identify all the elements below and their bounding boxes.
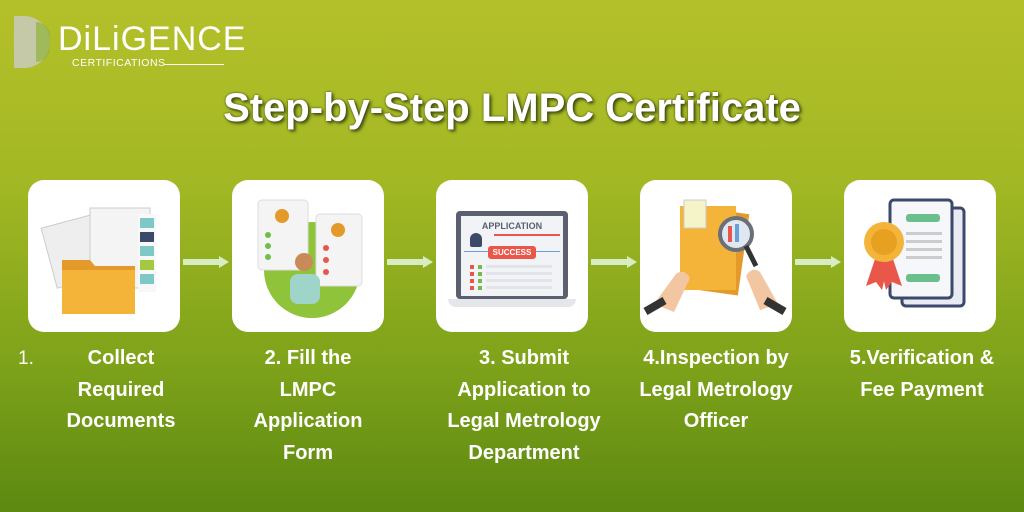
- step-1-label: Collect Required Documents: [66, 347, 176, 432]
- step-4-label: 4.Inspection by Legal Metrology Officer: [639, 347, 793, 432]
- step-3-card: APPLICATION SUCCESS: [436, 180, 588, 332]
- success-badge: SUCCESS: [488, 246, 536, 259]
- arrow-icon: [387, 256, 433, 268]
- logo-name: DiLiGENCE: [58, 20, 247, 58]
- arrow-icon: [795, 256, 841, 268]
- step-1-number: 1.: [18, 348, 34, 369]
- step-5-label: 5.Verification & Fee Payment: [849, 347, 995, 401]
- logo: DiLiGENCE CERTIFICATIONS: [14, 14, 245, 70]
- logo-tagline: CERTIFICATIONS: [72, 57, 166, 69]
- page-title: Step-by-Step LMPC Certificate: [223, 86, 801, 130]
- step-1-card: [28, 180, 180, 332]
- step-2-card: [232, 180, 384, 332]
- step-4-card: [640, 180, 792, 332]
- step-3-label: 3. Submit Application to Legal Metrology…: [447, 347, 601, 464]
- logo-mark: [14, 16, 50, 68]
- inspection-magnifier-icon: [643, 199, 787, 315]
- laptop-application-icon: APPLICATION SUCCESS: [456, 211, 568, 299]
- form-filling-icon: [257, 199, 363, 318]
- step-5-card: [844, 180, 996, 332]
- screen-title: APPLICATION: [481, 221, 543, 231]
- documents-folder-icon: [40, 207, 156, 314]
- logo-line: [164, 64, 224, 65]
- arrow-icon: [183, 256, 229, 268]
- certificate-badge-icon: [864, 198, 966, 308]
- step-2-label: 2. Fill the LMPC Application Form: [253, 347, 363, 464]
- arrow-icon: [591, 256, 637, 268]
